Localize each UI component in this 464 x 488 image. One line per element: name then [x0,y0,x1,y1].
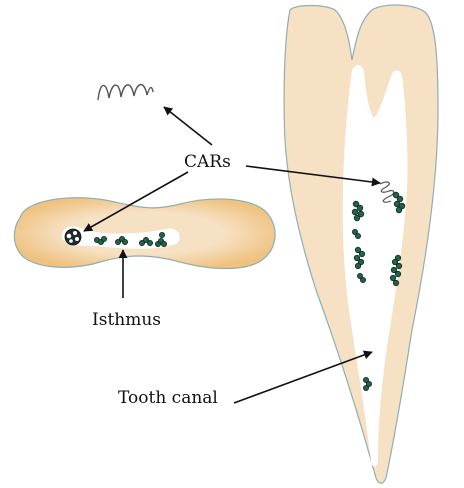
arrow-cars-to-spiral [164,107,212,145]
tooth-cross-section [14,198,275,269]
label-isthmus: Isthmus [92,312,161,329]
tooth-longitudinal-section [284,5,438,483]
spiral-bacteria-icon [98,85,153,100]
label-tooth-canal: Tooth canal [118,390,218,407]
label-cars: CARs [184,154,231,171]
